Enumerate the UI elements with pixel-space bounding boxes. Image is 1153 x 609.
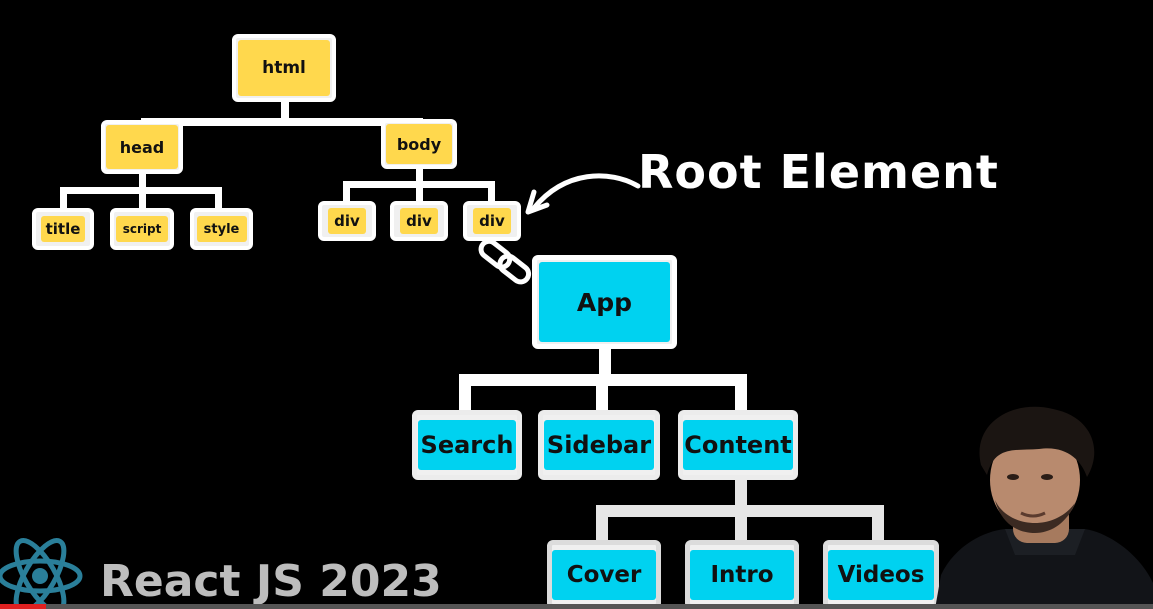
root-element-label: Root Element	[638, 145, 999, 199]
video-progress-fill	[0, 604, 47, 609]
dom-node-body: body	[381, 119, 457, 169]
dom-node-label: title	[41, 216, 85, 242]
dom-node-label: div	[400, 208, 438, 234]
dom-node-label: html	[238, 40, 330, 96]
dom-node-head: head	[101, 120, 183, 174]
react-node-videos: Videos	[823, 540, 939, 609]
connector	[139, 170, 146, 190]
dom-node-html: html	[232, 34, 336, 102]
video-progress-bar[interactable]	[0, 604, 1153, 609]
react-node-cover: Cover	[547, 540, 661, 609]
connector	[343, 181, 350, 204]
connector	[872, 505, 884, 547]
dom-node-div: div	[318, 201, 376, 241]
dom-node-label: div	[328, 208, 366, 234]
react-node-label: Content	[683, 420, 793, 470]
react-node-label: Search	[418, 420, 516, 470]
connector	[215, 187, 222, 211]
connector	[60, 187, 67, 211]
connector	[488, 181, 495, 204]
dom-node-label: style	[196, 216, 247, 242]
connector	[596, 505, 608, 547]
connector	[459, 374, 471, 416]
dom-node-label: script	[116, 216, 168, 242]
connector	[735, 474, 747, 512]
curved-arrow-icon	[525, 173, 641, 215]
connector	[735, 505, 747, 547]
presenter-video	[935, 406, 1153, 609]
dom-node-div: div	[390, 201, 448, 241]
connector	[416, 181, 423, 204]
course-title: React JS 2023	[100, 556, 442, 607]
connector	[281, 98, 289, 122]
react-node-search: Search	[412, 410, 522, 480]
react-atom-icon	[0, 538, 83, 609]
react-node-label: Videos	[828, 549, 934, 600]
react-node-label: Sidebar	[544, 420, 654, 470]
dom-node-style: style	[190, 208, 253, 250]
react-node-app: App	[532, 255, 677, 349]
dom-node-label: body	[386, 124, 452, 164]
dom-node-label: head	[106, 125, 178, 169]
react-node-label: Intro	[690, 549, 794, 600]
dom-node-div-root: div	[463, 201, 521, 241]
connector	[139, 187, 146, 211]
connector	[599, 344, 611, 380]
connector	[596, 374, 608, 416]
connector	[416, 166, 423, 184]
react-node-label: App	[539, 262, 670, 342]
react-node-label: Cover	[552, 549, 656, 600]
dom-node-title: title	[32, 208, 94, 250]
dom-node-script: script	[110, 208, 174, 250]
react-node-intro: Intro	[685, 540, 799, 609]
chain-link-icon	[478, 238, 532, 285]
connector	[735, 374, 747, 416]
dom-node-label: div	[473, 208, 511, 234]
connector	[141, 118, 423, 126]
react-node-content: Content	[678, 410, 798, 480]
react-node-sidebar: Sidebar	[538, 410, 660, 480]
